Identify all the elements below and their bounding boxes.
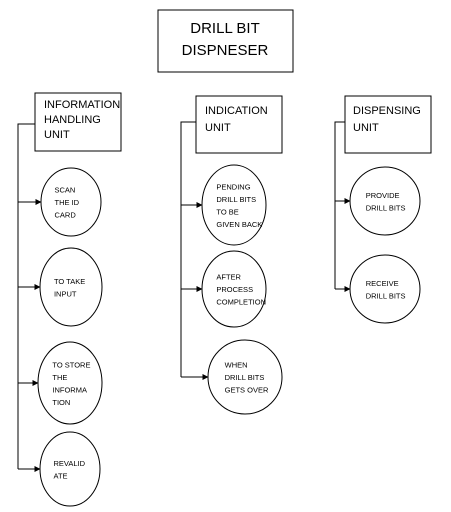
dispensing-unit-label-line: DISPENSING xyxy=(353,105,421,117)
information-item-ellipse xyxy=(39,247,103,327)
information-item-ellipse xyxy=(39,431,101,507)
indication-item-text-line: AFTER xyxy=(216,273,241,282)
dispensing-unit-group: DISPENSING UNIT PROVIDE DRILL BITS RECEIVE DR… xyxy=(334,95,432,324)
indication-unit-group: INDICATION UNIT PENDING DRILL BITS TO BE GIVE… xyxy=(180,95,283,415)
indication-item-ellipse xyxy=(201,250,267,328)
indication-unit-label-line: INDICATION xyxy=(205,105,268,117)
title-line-2: DISPNESER xyxy=(182,42,269,59)
information-item-text-line: INPUT xyxy=(54,289,77,298)
information-item-ellipse xyxy=(40,167,102,237)
indication-item-text-line: COMPLETION xyxy=(216,298,266,307)
dispensing-item-text-line: PROVIDE xyxy=(366,191,400,200)
dispensing-item-ellipse xyxy=(349,254,421,324)
dispensing-item-text-line: RECEIVE xyxy=(366,279,399,288)
title-line-1: DRILL BIT xyxy=(190,20,259,37)
dispensing-unit-connector-spine xyxy=(334,121,345,289)
indication-item-text-line: PROCESS xyxy=(216,285,253,294)
dispensing-item-ellipse xyxy=(349,166,421,236)
information-item-text-line: SCAN xyxy=(55,186,76,195)
indication-item-text-line: GIVEN BACK xyxy=(216,220,262,229)
title-box: DRILL BIT DISPNESER xyxy=(157,9,294,73)
information-item-text-line: TO TAKE xyxy=(54,277,85,286)
information-item-text-line: THE xyxy=(52,373,67,382)
indication-item-text-line: DRILL BITS xyxy=(216,195,256,204)
information-unit-connector-spine xyxy=(17,123,35,469)
information-unit-box xyxy=(34,92,122,152)
dispensing-item-text-line: DRILL BITS xyxy=(366,291,406,300)
information-item-text-line: CARD xyxy=(55,211,77,220)
dispensing-item-text-line: DRILL BITS xyxy=(366,203,406,212)
dispensing-unit-box xyxy=(344,95,432,154)
indication-item-text-line: GETS OVER xyxy=(225,386,269,395)
information-unit-label-line: HANDLING xyxy=(44,114,101,126)
information-unit-label-line: INFORMATION xyxy=(44,99,120,111)
information-item-text-line: THE ID xyxy=(55,198,80,207)
indication-unit-box xyxy=(195,95,283,154)
information-item-text-line: TION xyxy=(52,398,70,407)
information-item-text-line: REVALID xyxy=(54,459,86,468)
dispensing-unit-label-line: UNIT xyxy=(353,122,379,134)
information-item-text-line: INFORMA xyxy=(52,385,87,394)
indication-unit-connector-spine xyxy=(180,121,196,377)
information-item-text-line: TO STORE xyxy=(52,360,90,369)
indication-item-text-line: WHEN xyxy=(225,361,248,370)
information-item-text-line: ATE xyxy=(54,471,68,480)
indication-unit-label-line: UNIT xyxy=(205,122,231,134)
information-unit-label-line: UNIT xyxy=(44,129,70,141)
information-item-ellipse xyxy=(37,341,103,425)
indication-item-text-line: TO BE xyxy=(216,207,238,216)
indication-item-ellipse xyxy=(207,339,283,415)
indication-item-text-line: DRILL BITS xyxy=(225,373,265,382)
indication-item-text-line: PENDING xyxy=(216,182,250,191)
indication-item-ellipse xyxy=(201,164,267,246)
